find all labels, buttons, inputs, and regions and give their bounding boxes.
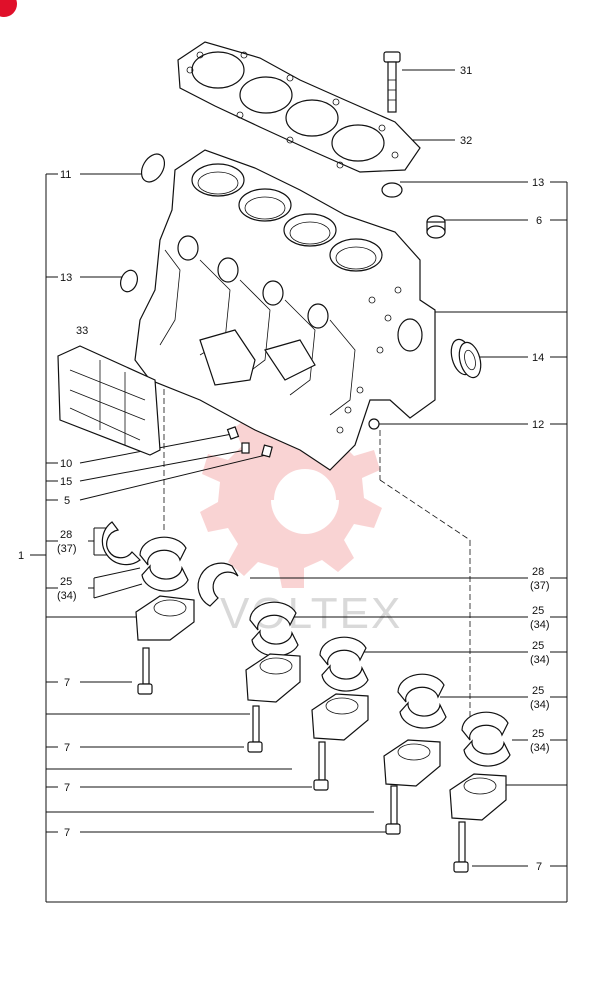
bearing-cap-5 — [449, 773, 507, 873]
label-25-r1: 25 — [532, 605, 544, 617]
label-25-r2: 25 — [532, 640, 544, 652]
label-14: 14 — [532, 352, 544, 364]
head-bolt — [383, 51, 401, 113]
label-6: 6 — [536, 215, 542, 227]
plug-6 — [426, 215, 446, 239]
callout-labels: 31 32 11 13 6 13 33 14 12 10 15 5 28 (37… — [18, 65, 550, 873]
label-7-c: 7 — [64, 782, 70, 794]
label-34-r4: (34) — [530, 742, 550, 754]
bearing-shell-3 — [319, 636, 369, 692]
label-28-right: 28 — [532, 566, 544, 578]
bushing-14 — [450, 338, 482, 379]
label-28-left: 28 — [60, 529, 72, 541]
bearing-shell-1 — [139, 536, 189, 592]
label-34-r2: (34) — [530, 654, 550, 666]
cylinder-block — [134, 149, 436, 471]
bearing-shell-5 — [461, 711, 511, 767]
thrust-washer-left — [101, 521, 141, 566]
label-7-d: 7 — [64, 827, 70, 839]
label-25-r3: 25 — [532, 685, 544, 697]
label-33: 33 — [76, 325, 88, 337]
corner-badge — [0, 0, 17, 17]
small-plugs — [226, 426, 273, 458]
label-13-left: 13 — [60, 272, 72, 284]
head-gasket — [177, 41, 421, 173]
label-1: 1 — [18, 550, 24, 562]
bearing-cap-2 — [245, 653, 301, 753]
label-7-a: 7 — [64, 677, 70, 689]
bearing-cap-4 — [383, 739, 441, 835]
expansion-plug-11 — [140, 153, 166, 183]
dowel-pin-12 — [368, 418, 380, 430]
label-34-r3: (34) — [530, 699, 550, 711]
label-13-right: 13 — [532, 177, 544, 189]
label-7-e: 7 — [536, 861, 542, 873]
label-34-r1: (34) — [530, 619, 550, 631]
bearing-shell-4 — [397, 673, 447, 729]
label-10: 10 — [60, 458, 72, 470]
expansion-plug-13-right — [381, 182, 403, 198]
label-7-b: 7 — [64, 742, 70, 754]
label-37-right: (37) — [530, 580, 550, 592]
watermark-text: VOLTEX — [220, 589, 402, 638]
label-37-left: (37) — [57, 543, 77, 555]
bracket-33 — [57, 345, 161, 456]
bearing-shell-2 — [249, 601, 299, 657]
label-15: 15 — [60, 476, 72, 488]
label-5: 5 — [64, 495, 70, 507]
label-34-left: (34) — [57, 590, 77, 602]
label-11: 11 — [60, 169, 71, 181]
label-12: 12 — [532, 419, 544, 431]
bearing-cap-3 — [311, 693, 369, 791]
label-25-left: 25 — [60, 576, 72, 588]
bearing-cap-1 — [135, 595, 195, 695]
label-25-r4: 25 — [532, 728, 544, 740]
label-32: 32 — [460, 135, 472, 147]
thrust-washer-right — [197, 562, 239, 607]
expansion-plug-13-left — [119, 269, 139, 293]
label-31: 31 — [460, 65, 472, 77]
